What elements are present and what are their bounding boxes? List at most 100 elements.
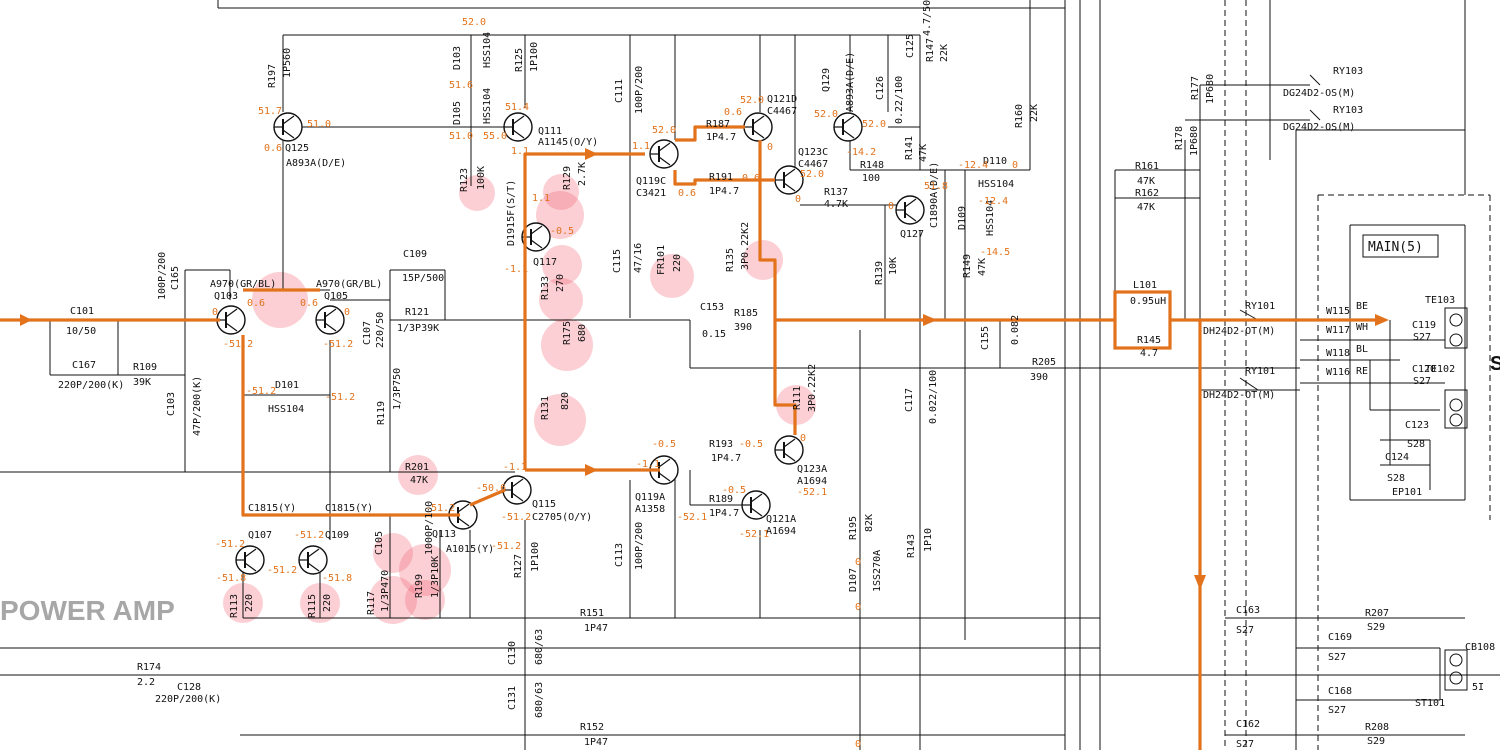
label-c119v: S27 (1413, 332, 1431, 343)
partial-section-label: S (1490, 353, 1500, 375)
voltage-reading: -51.8 (216, 573, 246, 584)
transistor-symbol (741, 490, 771, 520)
label-c130: C130 (507, 641, 518, 665)
label-r109: R109 (133, 362, 157, 373)
voltage-reading: 51.0 (449, 131, 473, 142)
label-c125: C125 (905, 34, 916, 58)
label-c120v: S27 (1413, 376, 1431, 387)
label-c123v: S28 (1407, 439, 1425, 450)
label-c105: C105 (374, 531, 385, 555)
label-w116: W116 (1326, 367, 1350, 378)
label-c167: C167 (72, 360, 96, 371)
transistor-symbol (315, 305, 345, 335)
highlight-mark (252, 272, 308, 328)
label-w118: W118 (1326, 348, 1350, 359)
voltage-reading: 52.0 (462, 17, 486, 28)
label-c1815b: C1815(Y) (325, 503, 373, 514)
label-r208: R208 (1365, 722, 1389, 733)
label-r147v: 22K (939, 44, 950, 62)
label-r139: R139 (874, 261, 885, 285)
label-r137v: 4.7K (824, 199, 848, 210)
label-r177: R177 (1190, 76, 1201, 100)
label-c131: C131 (507, 686, 518, 710)
label-r111v: 3P0.22K2 (807, 364, 818, 412)
label-r123v: 100K (476, 166, 487, 190)
label-r115v: 220 (322, 594, 333, 612)
voltage-reading: -52.1 (739, 529, 769, 540)
highlight-mark (536, 191, 584, 239)
label-r121: R121 (405, 307, 429, 318)
label-be: BE (1356, 301, 1368, 312)
label-hss104a: HSS104 (482, 32, 493, 68)
label-c119: C119 (1412, 320, 1436, 331)
label-c125v: 4.7/50 (922, 0, 933, 36)
label-te103: TE103 (1425, 295, 1455, 306)
transistor-symbol (216, 305, 246, 335)
label-ry103a: RY103 (1333, 66, 1363, 77)
voltage-reading: -14.5 (980, 247, 1010, 258)
label-r135v: 3P0.22K2 (740, 222, 751, 270)
label-c162: C162 (1236, 719, 1260, 730)
transistor-symbol (448, 500, 478, 530)
label-q107: Q107 (248, 530, 272, 541)
label-r133v: 270 (555, 274, 566, 292)
transistor-symbol (235, 545, 265, 575)
voltage-reading: -50.6 (476, 483, 506, 494)
label-c169: C169 (1328, 632, 1352, 643)
label-r162: R162 (1135, 188, 1159, 199)
highlight-mark (405, 580, 445, 620)
label-d110: D110 (983, 156, 1007, 167)
label-bl: BL (1356, 344, 1368, 355)
voltage-reading: -52.1 (677, 512, 707, 523)
voltage-reading: -51.2 (215, 539, 245, 550)
label-ep101: EP101 (1392, 487, 1422, 498)
label-c169v: S27 (1328, 652, 1346, 663)
label-q121d: Q121D (767, 94, 797, 105)
voltage-reading: 0.6 (247, 298, 265, 309)
label-c4467a: C4467 (767, 106, 797, 117)
label-ry103b: RY103 (1333, 105, 1363, 116)
label-r139v: 10K (888, 257, 899, 275)
label-c167v: 220P/200(K) (58, 380, 124, 391)
label-hss104d: HSS104 (985, 200, 996, 236)
label-dg24b: DG24D2-OS(M) (1283, 122, 1355, 133)
label-r187v: 1P4.7 (706, 132, 736, 143)
label-a1694a: A1694 (766, 526, 796, 537)
voltage-reading: 0.6 (678, 188, 696, 199)
voltage-reading: 55.0 (483, 131, 507, 142)
label-c4467b: C4467 (798, 159, 828, 170)
label-c124v: S28 (1387, 473, 1405, 484)
voltage-reading: 0 (800, 433, 806, 444)
label-c115: C115 (612, 249, 623, 273)
label-c117v: 0.022/100 (928, 370, 939, 424)
label-r162v: 47K (1137, 202, 1155, 213)
label-ry101a: RY101 (1245, 301, 1275, 312)
transistor-symbol (743, 112, 773, 142)
label-r113: R113 (229, 594, 240, 618)
voltage-reading: 0 (855, 557, 861, 568)
label-c2705: C2705(O/Y) (532, 512, 592, 523)
transistor-symbol (273, 112, 303, 142)
label-a970a: A970(GR/BL) (210, 279, 276, 290)
label-c165v: 100P/200 (157, 252, 168, 300)
voltage-reading: 0.6 (300, 298, 318, 309)
highlight-mark (399, 544, 451, 596)
voltage-reading: 1.1 (511, 146, 529, 157)
section-title: POWER AMP (0, 595, 175, 626)
label-r201v: 47K (410, 475, 428, 486)
transistor-symbol (649, 455, 679, 485)
label-c105v: 1000P/100 (424, 501, 435, 555)
label-r152v: 1P47 (584, 737, 608, 748)
label-r207: R207 (1365, 608, 1389, 619)
label-w115: W115 (1326, 306, 1350, 317)
label-r185: R185 (734, 308, 758, 319)
voltage-reading: 0.6 (742, 173, 760, 184)
highlight-mark (369, 576, 417, 624)
label-r123: R123 (459, 168, 470, 192)
transistor-symbol (298, 545, 328, 575)
label-q129p: A893A(D/E) (845, 52, 856, 112)
label-c168: C168 (1328, 686, 1352, 697)
voltage-reading: 0 (767, 142, 773, 153)
label-q127: Q127 (900, 229, 924, 240)
